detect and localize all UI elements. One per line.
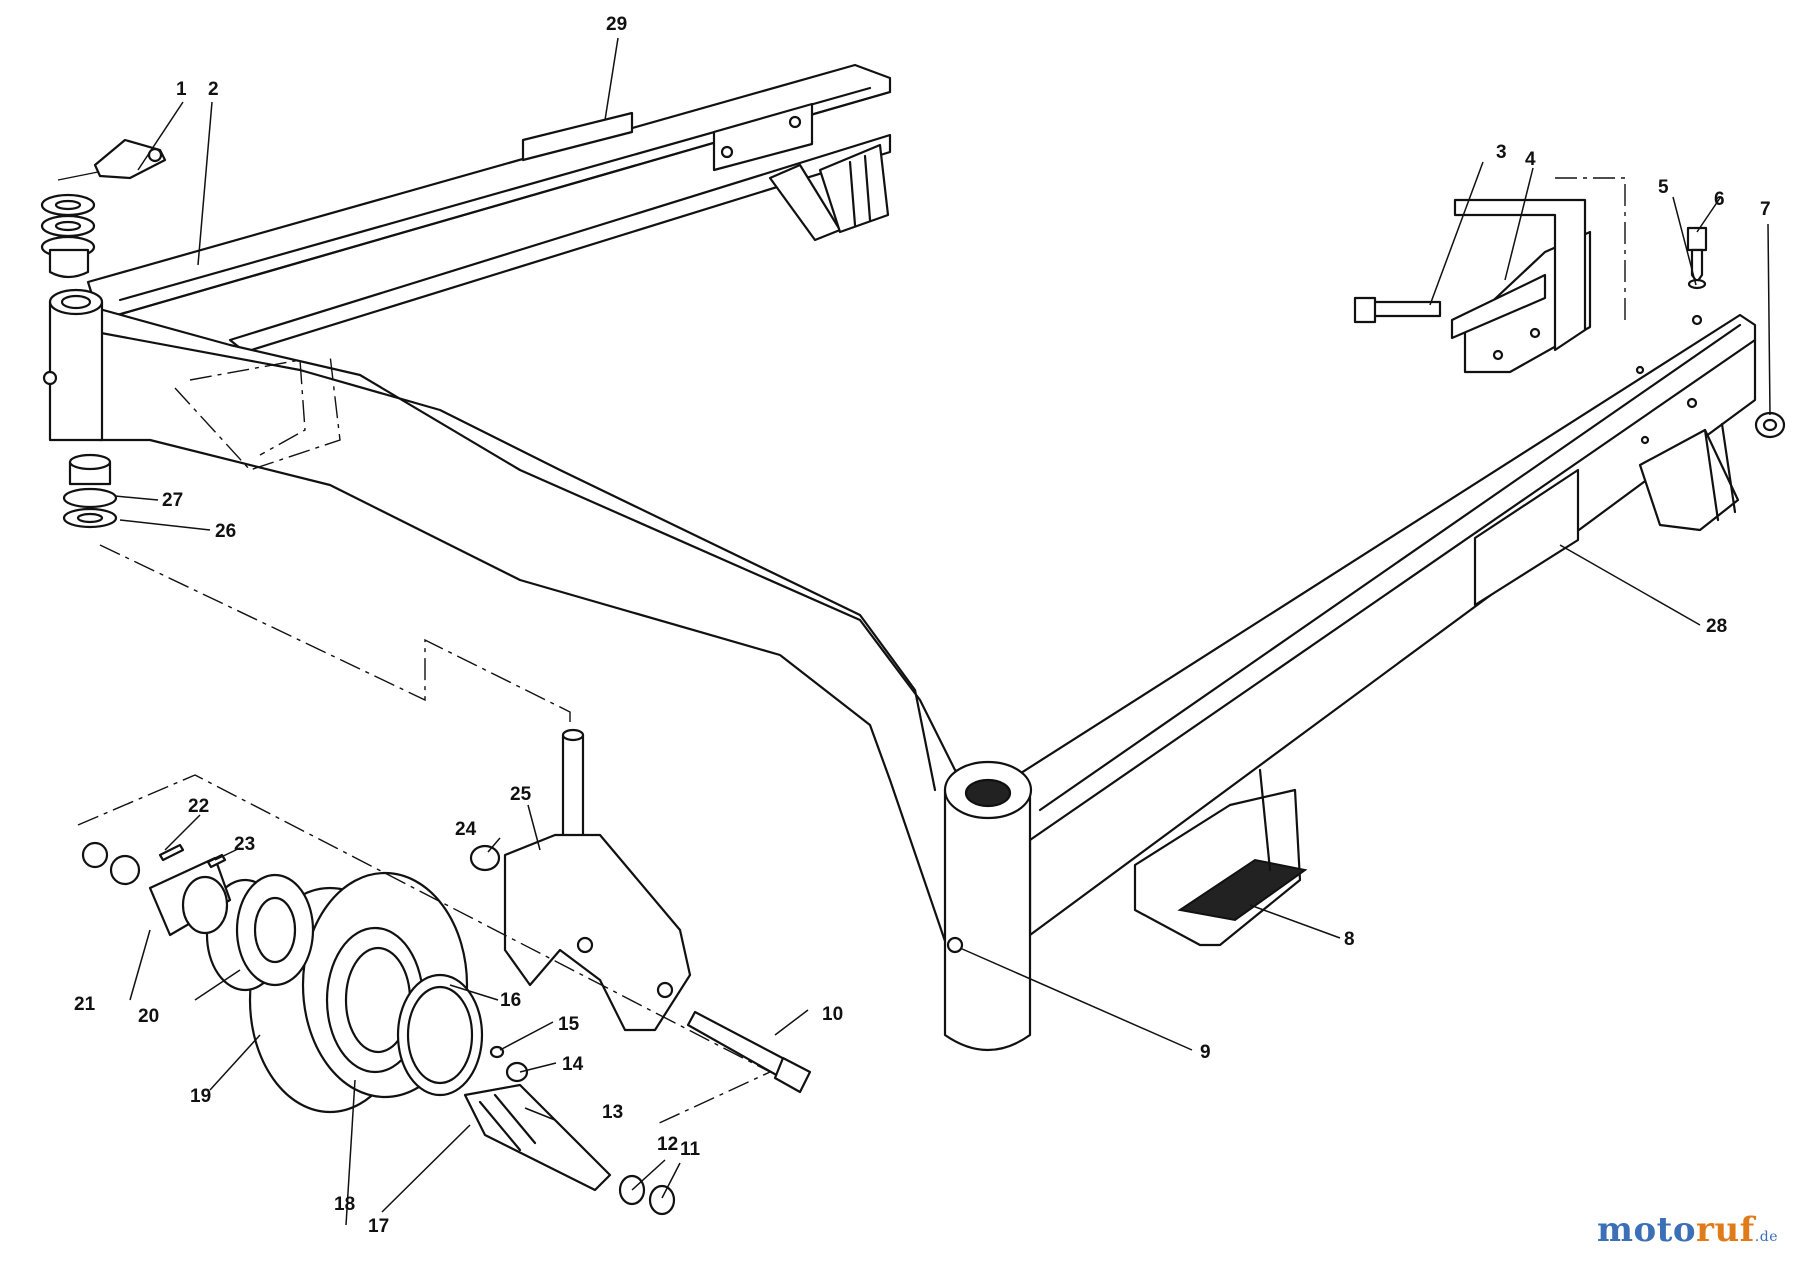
callout-1: 1 [176, 79, 187, 100]
callout-18: 18 [334, 1194, 355, 1215]
callout-24: 24 [455, 819, 477, 840]
callout-28: 28 [1706, 616, 1727, 637]
frame-left-arm [83, 303, 1017, 987]
callout-22: 22 [188, 796, 209, 817]
callout-7: 7 [1760, 199, 1771, 220]
frame-right-rail [1008, 313, 1757, 937]
callout-13: 13 [602, 1102, 623, 1123]
left-pivot-tube [42, 288, 104, 442]
callout-5: 5 [1658, 177, 1669, 198]
callout-12: 12 [657, 1134, 678, 1155]
washer-12-11 [618, 1174, 676, 1216]
axle-bolt-10 [686, 1010, 812, 1094]
bearing-21 [81, 841, 232, 937]
callout-14: 14 [562, 1054, 584, 1075]
callout-29: 29 [606, 14, 627, 35]
callout-labels: 1 2 3 4 5 6 7 8 9 10 11 12 13 14 15 16 1… [74, 14, 1771, 1237]
callout-19: 19 [190, 1086, 211, 1107]
callout-16: 16 [500, 990, 521, 1011]
caster-spindle [561, 728, 585, 852]
bolt-6 [1686, 226, 1708, 290]
callout-26: 26 [215, 521, 236, 542]
callout-3: 3 [1496, 142, 1507, 163]
hitch-bracket [1353, 177, 1626, 374]
rim-16 [396, 973, 484, 1097]
callout-23: 23 [234, 834, 255, 855]
bushing-stack-bottom [62, 453, 118, 529]
callout-21: 21 [74, 994, 96, 1015]
splined-axle-13 [463, 1083, 612, 1192]
small-parts-14-15 [489, 1045, 529, 1083]
watermark-part3: .de [1754, 1229, 1778, 1245]
callout-25: 25 [510, 784, 532, 805]
site-watermark: motoruf.de [1597, 1210, 1778, 1250]
callout-15: 15 [558, 1014, 580, 1035]
set-screw-9 [946, 936, 964, 954]
bushing-stack-top [40, 193, 96, 279]
nut-7 [1754, 411, 1786, 439]
watermark-part2: ruf [1696, 1210, 1755, 1250]
foot-step-8 [1133, 768, 1308, 947]
callout-2: 2 [208, 79, 219, 100]
callout-4: 4 [1525, 149, 1536, 170]
callout-17: 17 [368, 1216, 389, 1237]
callout-20: 20 [138, 1006, 159, 1027]
callout-27: 27 [162, 490, 183, 511]
leader-lines [114, 37, 1771, 1226]
decal-plate-28 [1473, 468, 1580, 607]
decal-plate-29 [521, 111, 634, 162]
callout-11: 11 [680, 1139, 701, 1160]
center-pivot-tube [943, 760, 1033, 1052]
nut-24 [469, 844, 501, 872]
callout-6: 6 [1714, 189, 1725, 210]
callout-8: 8 [1344, 929, 1355, 950]
callout-10: 10 [822, 1004, 843, 1025]
frame-rear-rail [86, 63, 892, 354]
screws-22-23 [158, 843, 227, 869]
callout-9: 9 [1200, 1042, 1211, 1063]
caster-fork-25 [503, 833, 692, 1032]
watermark-part1: moto [1596, 1210, 1697, 1250]
dust-cap-1 [57, 138, 167, 181]
